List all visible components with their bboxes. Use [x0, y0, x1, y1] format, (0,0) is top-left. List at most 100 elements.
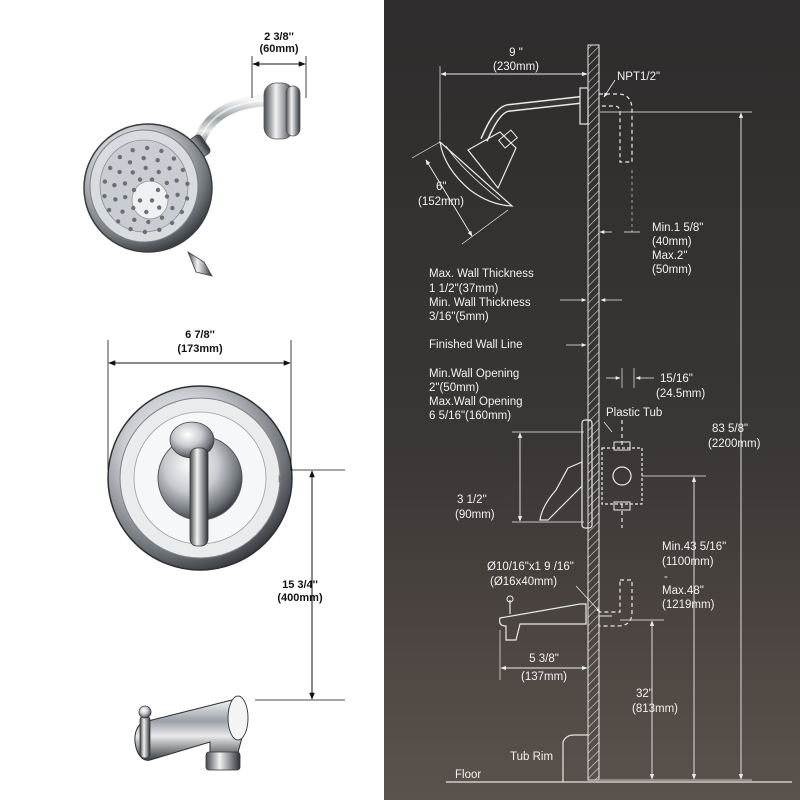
arm-depth-max-label: Max.2"	[652, 250, 687, 262]
trim-to-spout-label: 15 3/4''	[282, 579, 318, 591]
nozzle-dot	[142, 229, 148, 235]
nozzle-dot	[102, 194, 107, 199]
shower-arm-outline	[480, 87, 633, 163]
nozzle-dot	[131, 187, 137, 193]
spout-length-dimension: 5 3/8" (137mm)	[499, 626, 589, 683]
spout-length-label: 5 3/8"	[529, 653, 559, 665]
arm-width-mm-label: (60mm)	[259, 43, 298, 55]
arm-depth-dimension: Min.1 5/8" (40mm) Max.2" (50mm)	[599, 170, 703, 276]
tub-rim-label: Tub Rim	[510, 751, 553, 763]
nozzle-dot	[175, 192, 180, 197]
wall-section	[587, 44, 600, 781]
valve-depth-label: 15/16"	[660, 373, 693, 385]
nozzle-dot	[122, 181, 128, 186]
max-wall-opening-label: Max.Wall Opening	[429, 396, 523, 408]
spout-height-label: 32"	[636, 688, 653, 700]
spout-pipe-mm-label: (Ø16x40mm)	[490, 576, 557, 588]
tub-spout-outline	[499, 595, 587, 641]
diverter-knob-icon	[139, 715, 151, 759]
nozzle-dot	[170, 205, 175, 211]
nozzle-dot	[144, 209, 149, 215]
handle-height-dimension: 3 1/2" (90mm)	[455, 431, 584, 523]
nozzle-dot	[155, 187, 161, 193]
spray-lever-icon	[187, 251, 213, 277]
spout-pipe-label: Ø10/16"x1 9 /16"	[487, 561, 574, 573]
nozzle-dot	[117, 154, 123, 160]
head-diameter-dimension: 6" (152mm)	[411, 141, 509, 245]
min-wall-opening-value: 2"(50mm)	[429, 382, 479, 394]
lever-handle-icon	[189, 447, 209, 547]
valve-height-min-mm-label: (1100mm)	[662, 556, 714, 568]
arm-reach-label: 9 "	[509, 47, 523, 59]
trim-width-label: 6 7/8''	[185, 329, 215, 341]
head-diameter-mm-label: (152mm)	[418, 196, 464, 208]
nozzle-dot	[108, 165, 113, 171]
wall-thickness-callout: Max. Wall Thickness 1 1/2"(37mm) Min. Wa…	[429, 268, 622, 323]
trim-to-spout-dimension: 15 3/4'' (400mm)	[255, 469, 345, 701]
floor-label: Floor	[455, 769, 481, 781]
nozzle-dot	[112, 183, 117, 188]
trim-to-spout-mm-label: (400mm)	[277, 592, 323, 604]
finished-wall-label: Finished Wall Line	[429, 339, 523, 351]
valve-height-min-label: Min.43 5/16"	[662, 541, 726, 553]
nozzle-dot	[171, 156, 177, 161]
arm-width-dimension: 2 3/8'' (60mm)	[251, 31, 307, 98]
finished-wall-callout: Finished Wall Line	[429, 339, 587, 351]
nozzle-dot	[149, 198, 155, 203]
trim-width-mm-label: (173mm)	[177, 343, 223, 355]
nozzle-dot	[117, 169, 122, 175]
nozzle-dot	[164, 194, 170, 199]
spout-length-mm-label: (137mm)	[521, 671, 567, 683]
min-wall-opening-label: Min.Wall Opening	[429, 368, 519, 380]
nozzle-dot	[132, 217, 137, 222]
nozzle-dot	[159, 148, 164, 154]
wall-opening-callout: Min.Wall Opening 2"(50mm) Max.Wall Openi…	[429, 368, 523, 422]
spout-pipe-callout: Ø10/16"x1 9 /16" (Ø16x40mm)	[487, 561, 601, 613]
arm-depth-min-label: Min.1 5/8"	[652, 222, 703, 234]
nozzle-dot	[115, 219, 121, 224]
nozzle-dot	[174, 178, 179, 183]
nozzle-dot	[155, 158, 160, 163]
nozzle-dot	[159, 215, 165, 220]
npt-callout: NPT1/2"	[603, 71, 660, 98]
arm-depth-max-mm-label: (50mm)	[652, 264, 692, 276]
arm-reach-dimension: 9 " (230mm)	[439, 47, 589, 140]
nozzle-dot	[130, 148, 135, 153]
shower-nozzles	[102, 145, 190, 235]
nozzle-dot	[144, 145, 150, 151]
arm-depth-min-mm-label: (40mm)	[652, 236, 692, 248]
nozzle-dot	[143, 165, 148, 171]
min-wall-thickness-value: 3/16"(5mm)	[429, 311, 489, 323]
spout-height-dimension: 32" (813mm)	[620, 619, 678, 780]
nozzle-dot	[169, 220, 175, 226]
nozzle-dot	[185, 181, 190, 186]
head-diameter-label: 6"	[436, 181, 446, 193]
shower-head-outline	[439, 129, 519, 207]
hot-marking: H	[278, 474, 285, 484]
npt-label: NPT1/2"	[617, 71, 660, 83]
plastic-tub-label: Plastic Tub	[606, 407, 662, 419]
valve-height-max-mm-label: (1219mm)	[662, 599, 715, 611]
nozzle-dot	[102, 179, 108, 184]
trim-width-dimension: 6 7/8'' (173mm)	[107, 329, 292, 470]
nozzle-dot	[167, 166, 172, 171]
shower-head-photo	[83, 123, 213, 277]
valve-depth-mm-label: (24.5mm)	[656, 388, 705, 400]
handle-height-label: 3 1/2"	[457, 494, 487, 506]
max-wall-opening-value: 6 5/16"(160mm)	[429, 410, 511, 422]
nozzle-dot	[141, 155, 146, 161]
valve-depth-dimension: 15/16" (24.5mm)	[606, 368, 705, 400]
nozzle-dot	[137, 198, 143, 203]
nozzle-dot	[149, 177, 155, 182]
nozzle-dot	[106, 207, 112, 213]
spout-pipe-outline	[598, 579, 633, 627]
arm-width-label: 2 3/8''	[264, 31, 294, 43]
nozzle-dot	[164, 180, 169, 186]
total-height-mm-label: (2200mm)	[708, 438, 761, 450]
nozzle-dot	[123, 194, 128, 200]
nozzle-dot	[157, 227, 162, 232]
nozzle-dot	[131, 205, 136, 211]
nozzle-dot	[180, 167, 186, 173]
